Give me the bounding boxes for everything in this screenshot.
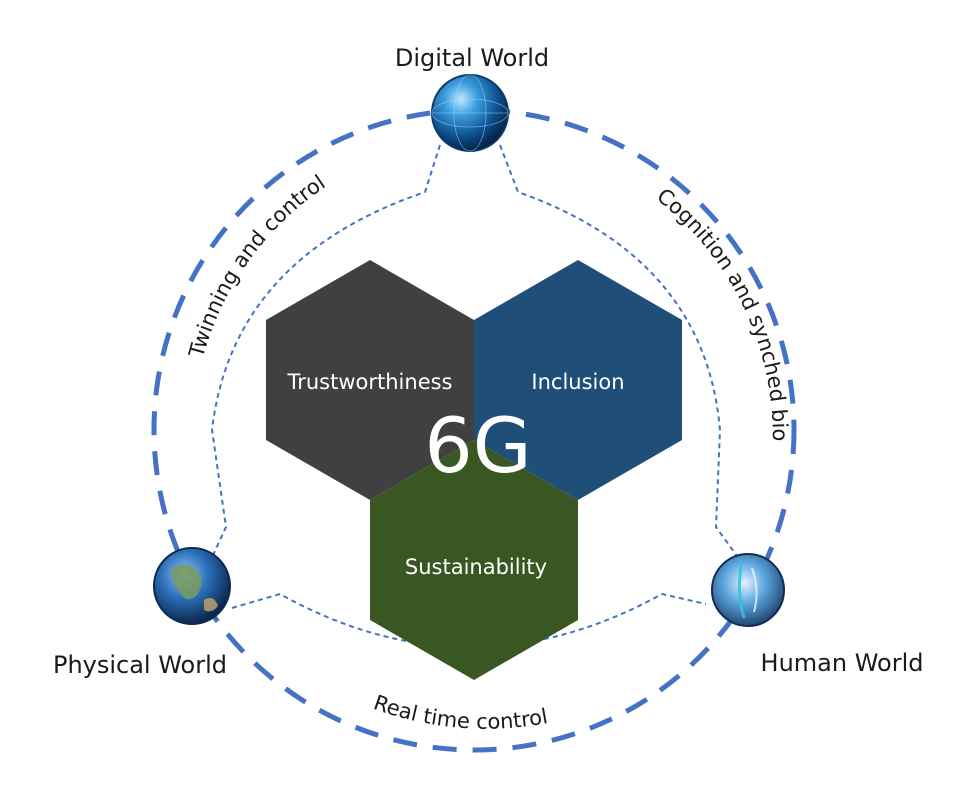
pillar-label-trustworthiness: Trustworthiness	[286, 370, 452, 394]
connector-digital-physical	[207, 144, 441, 567]
hex-sustainability	[370, 440, 578, 680]
globe-human-world	[711, 553, 785, 627]
inner-connectors	[207, 144, 743, 648]
center-label-6g: 6G	[424, 401, 531, 490]
connector-digital-human	[499, 144, 743, 564]
globe-digital-world	[431, 74, 509, 152]
pillar-label-sustainability: Sustainability	[405, 555, 547, 579]
world-label-physical: Physical World	[53, 651, 227, 679]
pillar-label-inclusion: Inclusion	[531, 370, 624, 394]
connector-physical-human	[231, 592, 707, 648]
world-label-digital: Digital World	[395, 44, 549, 72]
world-label-human: Human World	[761, 649, 924, 677]
link-label-realtime: Real time control	[371, 690, 550, 733]
outer-dashed-ring	[151, 107, 797, 753]
hex-inclusion	[474, 260, 682, 500]
hex-trustworthiness	[266, 260, 474, 500]
globe-physical-world	[153, 547, 231, 625]
